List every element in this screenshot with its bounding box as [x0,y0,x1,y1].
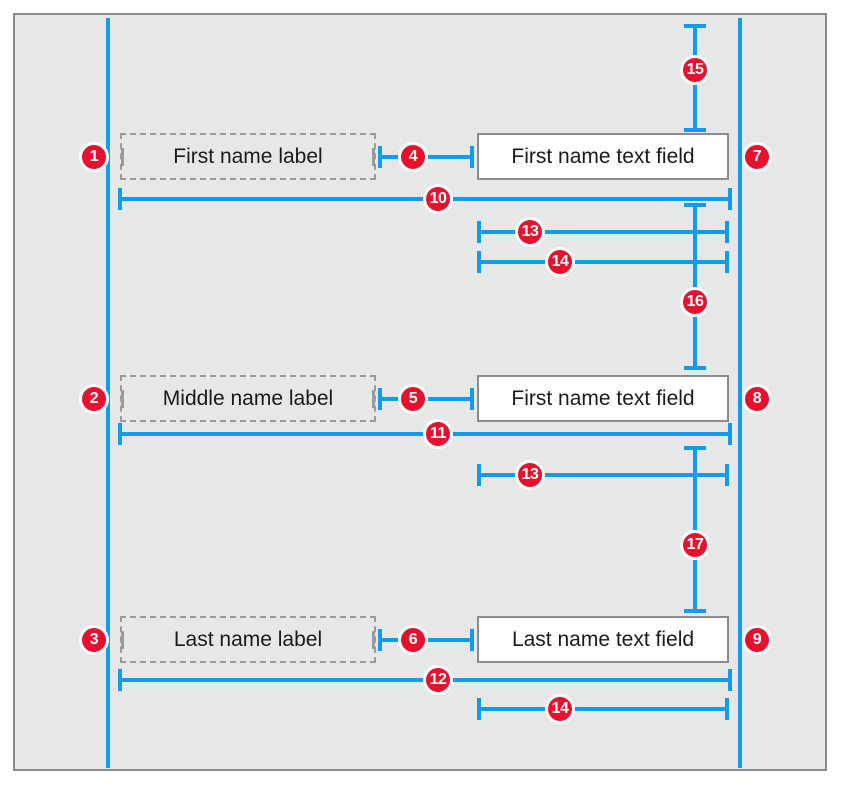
dim-cap-end [728,188,732,210]
badge-8: 8 [742,384,772,414]
dim-cap-end [725,251,729,273]
badge-13-b: 13 [515,460,545,490]
dim-cap-start [378,146,382,168]
dim-cap-end [684,609,706,613]
dim-cap-end [684,366,706,370]
dim-cap-end [470,629,474,651]
badge-1: 1 [79,142,109,172]
dim-vertical-gap-17 [684,446,706,613]
dim-cap-start [477,464,481,486]
middle-name-field-text: First name text field [511,386,695,410]
dim-field-width-13b [477,464,729,486]
dim-vertical-gap-16 [684,203,706,370]
first-name-field-text: First name text field [511,144,695,168]
badge-2: 2 [79,384,109,414]
dim-cap-end [470,146,474,168]
middle-name-text-field[interactable]: First name text field [477,375,729,422]
label-trailing-tick [372,147,375,166]
dim-cap-end [725,221,729,243]
dim-field-width-13a [477,221,729,243]
badge-14-a: 14 [545,247,575,277]
badge-13-a: 13 [515,217,545,247]
badge-14-b: 14 [545,694,575,724]
middle-name-label-text: Middle name label [162,386,334,410]
dim-cap-end [728,423,732,445]
badge-6: 6 [398,625,428,655]
first-name-label-box: First name label [120,133,376,180]
trailing-guide-line [738,18,742,768]
dim-cap-end [728,669,732,691]
dim-cap-start [118,423,122,445]
dim-cap-end [470,388,474,410]
dim-cap-end [725,698,729,720]
badge-16: 16 [680,287,710,317]
dim-field-width-14a [477,251,729,273]
badge-17: 17 [680,530,710,560]
label-trailing-tick [372,630,375,649]
dim-cap-start [684,446,706,450]
dim-cap-start [378,388,382,410]
middle-name-label-box: Middle name label [120,375,376,422]
badge-5: 5 [398,384,428,414]
last-name-text-field[interactable]: Last name text field [477,616,729,663]
label-leading-tick [121,147,124,166]
dim-cap-start [684,24,706,28]
badge-9: 9 [742,625,772,655]
last-name-label-box: Last name label [120,616,376,663]
badge-15: 15 [680,55,710,85]
badge-11: 11 [423,419,453,449]
last-name-field-text: Last name text field [511,627,695,651]
label-trailing-tick [372,389,375,408]
badge-7: 7 [742,142,772,172]
dim-cap-start [477,251,481,273]
dim-cap-end [684,128,706,132]
dim-cap-start [378,629,382,651]
label-leading-tick [121,389,124,408]
dim-field-width-14b [477,698,729,720]
badge-4: 4 [398,142,428,172]
badge-3: 3 [79,625,109,655]
first-name-text-field[interactable]: First name text field [477,133,729,180]
dim-cap-start [477,221,481,243]
dim-cap-end [725,464,729,486]
first-name-label-text: First name label [173,144,323,168]
last-name-label-text: Last name label [173,627,323,651]
dim-cap-start [684,203,706,207]
badge-12: 12 [423,665,453,695]
dim-cap-start [118,669,122,691]
dim-cap-start [477,698,481,720]
dim-cap-start [118,188,122,210]
label-leading-tick [121,630,124,649]
badge-10: 10 [423,184,453,214]
